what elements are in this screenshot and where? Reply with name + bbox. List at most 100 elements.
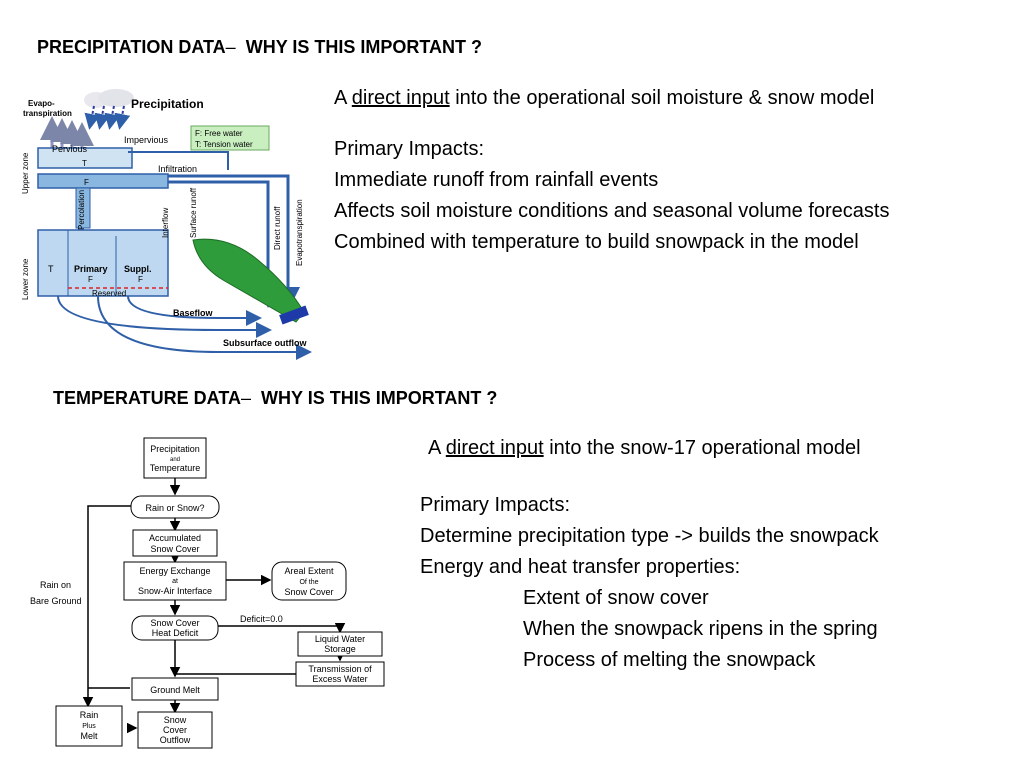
text-rain-melt-3: Melt — [80, 731, 98, 741]
label-upper-zone: Upper zone — [21, 152, 30, 194]
legend-tension-water: T: Tension water — [195, 140, 253, 149]
label-primary-f: F — [88, 275, 93, 284]
text-rain-melt-1: Rain — [80, 710, 99, 720]
text-rain-bare-1: Rain on — [40, 580, 71, 590]
label-evapo: Evapo- — [28, 99, 55, 108]
text-areal-2: Of the — [299, 579, 318, 586]
label-lower-t: T — [48, 264, 54, 274]
temp-heading-dash: – — [241, 388, 252, 408]
box-ground-melt — [131, 677, 219, 701]
text-precip-temp-2: and — [170, 457, 180, 463]
snow17-flowchart: Precipitation and Temperature Rain or Sn… — [30, 437, 385, 749]
label-reserved: Reserved — [92, 289, 126, 298]
label-surface-runoff: Surface runoff — [189, 187, 198, 238]
box-liquid-water — [297, 631, 383, 657]
box-transmission — [295, 661, 385, 687]
text-heat-2: Heat Deficit — [152, 628, 199, 638]
box-snow-cover-outflow — [137, 711, 213, 749]
text-energy-3: Snow-Air Interface — [138, 586, 212, 596]
text-areal-3: Snow Cover — [284, 587, 333, 597]
text-deficit: Deficit=0.0 — [240, 614, 283, 624]
text-energy-1: Energy Exchange — [139, 566, 210, 576]
text-ground-melt: Ground Melt — [150, 685, 200, 695]
box-rain-or-snow — [130, 495, 220, 519]
label-upper-f: F — [84, 178, 89, 187]
label-suppl-f: F — [138, 275, 143, 284]
text-heat-1: Snow Cover — [150, 618, 199, 628]
text-rain-melt-2: Plus — [82, 723, 96, 730]
temp-heading: TEMPERATURE DATA– WHY IS THIS IMPORTANT … — [53, 388, 497, 409]
text-liquid-1: Liquid Water — [315, 634, 365, 644]
label-subsurface-outflow: Subsurface outflow — [223, 338, 308, 348]
temp-impacts-title: Primary Impacts: — [420, 494, 571, 516]
precip-impact-item: Combined with temperature to build snowp… — [334, 231, 859, 253]
precip-intro: A direct input into the operational soil… — [334, 83, 874, 114]
label-transpiration: transpiration — [23, 109, 72, 118]
text-outflow-3: Outflow — [160, 735, 191, 745]
temp-impact-item: Energy and heat transfer properties: — [420, 556, 741, 578]
upper-free-tank — [37, 173, 169, 189]
box-heat-deficit — [131, 615, 219, 641]
temp-intro-post: into the snow-17 operational model — [543, 437, 861, 459]
precip-intro-pre: A — [334, 87, 352, 109]
text-rain-bare-2: Bare Ground — [30, 596, 82, 606]
text-outflow-2: Cover — [163, 725, 187, 735]
text-areal-1: Areal Extent — [284, 566, 334, 576]
soil-moisture-diagram: Evapo- transpiration Precipitation F: Fr… — [21, 89, 312, 360]
temp-impact-item: Determine precipitation type -> builds t… — [420, 525, 879, 547]
text-precip-temp-3: Temperature — [150, 463, 201, 473]
precip-heading-dash: – — [225, 37, 236, 57]
upper-tension-tank — [37, 147, 133, 169]
temp-sub-impact-item: Extent of snow cover — [523, 587, 709, 609]
precip-heading-main: PRECIPITATION DATA — [37, 37, 226, 57]
precip-heading: PRECIPITATION DATA– WHY IS THIS IMPORTAN… — [37, 37, 482, 58]
temp-sub-impact-item: When the snowpack ripens in the spring — [523, 618, 878, 640]
box-rain-plus-melt — [55, 705, 123, 747]
temp-intro: A direct input into the snow-17 operatio… — [428, 433, 861, 464]
label-suppl: Suppl. — [124, 264, 152, 274]
precip-impacts-title: Primary Impacts: — [334, 138, 485, 160]
precip-impact-item: Immediate runoff from rainfall events — [334, 169, 659, 191]
text-precip-temp-1: Precipitation — [150, 444, 200, 454]
text-trans-1: Transmission of — [308, 664, 372, 674]
lower-zone-tank — [37, 229, 169, 297]
text-outflow-1: Snow — [164, 715, 187, 725]
label-precipitation: Precipitation — [131, 97, 204, 111]
cloud-shape — [98, 89, 134, 107]
precip-intro-direct-input: direct input — [351, 87, 450, 109]
temp-intro-pre: A — [428, 437, 446, 459]
label-impervious: Impervious — [124, 135, 169, 145]
label-pervious: Pervious — [52, 144, 88, 154]
temp-intro-direct-input: direct input — [445, 437, 544, 459]
box-accumulated — [132, 529, 218, 557]
text-energy-2: at — [172, 578, 178, 585]
temp-impacts: Primary Impacts: Determine precipitation… — [420, 490, 879, 676]
box-precip-temp — [143, 437, 207, 479]
label-interflow: Interflow — [161, 208, 170, 238]
text-rain-or-snow: Rain or Snow? — [145, 503, 204, 513]
box-energy-exchange — [123, 561, 227, 601]
label-evapotranspiration: Evapotranspiration — [295, 199, 304, 266]
box-areal-extent — [271, 561, 347, 601]
label-infiltration: Infiltration — [158, 164, 197, 174]
label-primary: Primary — [74, 264, 108, 274]
precip-impacts: Primary Impacts: Immediate runoff from r… — [334, 134, 889, 258]
label-upper-t: T — [82, 159, 87, 168]
text-liquid-2: Storage — [324, 644, 356, 654]
precip-impact-item: Affects soil moisture conditions and sea… — [334, 200, 890, 222]
temp-sub-impact-item: Process of melting the snowpack — [523, 649, 816, 671]
label-baseflow: Baseflow — [173, 308, 214, 318]
temp-heading-tail: WHY IS THIS IMPORTANT ? — [261, 388, 498, 408]
temp-heading-main: TEMPERATURE DATA — [53, 388, 241, 408]
label-direct-runoff: Direct runoff — [273, 206, 282, 250]
label-percolation: Percolation — [77, 190, 86, 230]
precip-heading-tail: WHY IS THIS IMPORTANT ? — [245, 37, 483, 57]
label-lower-zone: Lower zone — [21, 258, 30, 300]
basin-outlet — [279, 305, 309, 325]
text-accum-1: Accumulated — [149, 533, 201, 543]
text-trans-2: Excess Water — [312, 674, 367, 684]
text-accum-2: Snow Cover — [150, 544, 199, 554]
precip-intro-post: into the operational soil moisture & sno… — [449, 87, 875, 109]
legend-box — [190, 125, 270, 151]
legend-free-water: F: Free water — [195, 129, 243, 138]
